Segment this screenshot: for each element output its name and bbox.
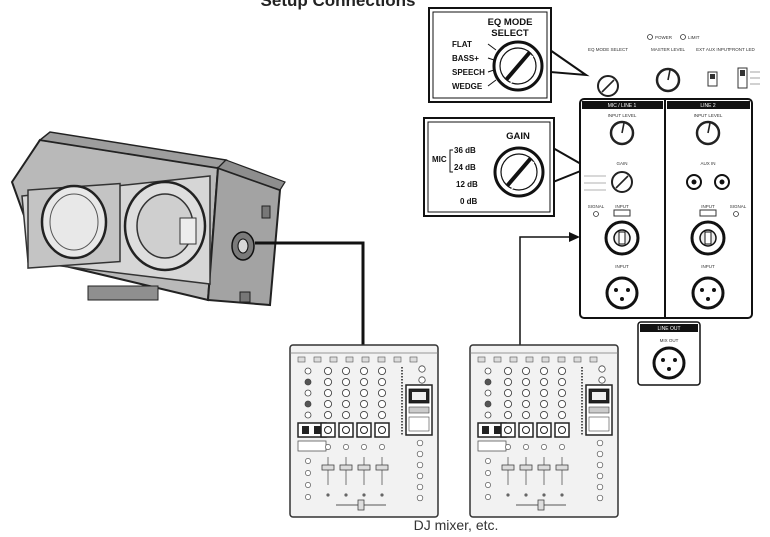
gain-level-36: 36 dB xyxy=(454,146,476,155)
gain-level-24: 24 dB xyxy=(454,163,476,172)
eq-callout-title-1: EQ MODE xyxy=(488,17,533,28)
ch1-input-level-label: INPUT LEVEL xyxy=(608,113,637,118)
gain-mic-label: MIC xyxy=(432,155,447,164)
eq-callout-title-2: SELECT xyxy=(491,28,529,39)
ch1-xlr-jack-icon xyxy=(605,276,639,310)
ch1-gain-label: GAIN xyxy=(616,161,627,166)
eq-option-speech: SPEECH xyxy=(452,68,485,77)
ch2-aux-in-label: AUX IN xyxy=(700,161,715,166)
mixer-to-input-cable xyxy=(519,236,571,345)
ch2-link-label: INPUT xyxy=(701,264,715,269)
ch1-signal-label: SIGNAL xyxy=(588,204,605,209)
speaker-cabinet xyxy=(10,131,286,307)
mix-out-label: MIX OUT xyxy=(660,338,679,343)
ch1-input-label: INPUT xyxy=(615,204,629,209)
ch2-signal-label: SIGNAL xyxy=(730,204,747,209)
dj-mixer-caption: DJ mixer, etc. xyxy=(414,517,499,533)
panel-eq-mode-label: EQ MODE SELECT xyxy=(588,47,628,52)
panel-front-led-label: FRONT LED xyxy=(729,47,755,52)
power-label: POWER xyxy=(655,35,673,40)
limit-label: LIMIT xyxy=(688,35,700,40)
dj-mixer-left xyxy=(289,344,439,518)
panel-master-level-label: MASTER LEVEL xyxy=(651,47,686,52)
input-arrow xyxy=(569,232,580,242)
eq-option-wedge: WEDGE xyxy=(452,82,483,91)
top-heading: Setup Connections xyxy=(261,0,416,10)
panel-ext-aux-label: EXT AUX INPUT xyxy=(696,47,730,52)
line-out-header: LINE OUT xyxy=(657,326,680,332)
eq-mode-callout: EQ MODE SELECT FLAT BASS+ SPEECH WEDGE xyxy=(428,7,590,103)
front-led-switch-icon xyxy=(737,67,748,89)
ch1-link-label: INPUT xyxy=(615,264,629,269)
ch2-input-label: INPUT xyxy=(701,204,715,209)
dj-mixer-right xyxy=(469,344,619,518)
gain-level-12: 12 dB xyxy=(456,180,478,189)
ch1-header: MIC / LINE 1 xyxy=(608,103,637,109)
speaker-to-mixer-cable xyxy=(255,241,365,345)
gain-level-0: 0 dB xyxy=(460,197,478,206)
ch2-header: LINE 2 xyxy=(700,103,716,109)
eq-option-flat: FLAT xyxy=(452,40,472,49)
ch2-input-level-label: INPUT LEVEL xyxy=(694,113,723,118)
ch2-xlr-jack-icon xyxy=(691,276,725,310)
rear-control-panel: POWER LIMIT EQ MODE SELECT MASTER LEVEL … xyxy=(579,34,760,386)
mix-out-xlr-jack-icon xyxy=(652,346,686,380)
gain-callout: GAIN MIC 36 dB 24 dB 12 dB 0 dB xyxy=(423,117,591,217)
gain-callout-title: GAIN xyxy=(506,131,530,142)
eq-option-bass: BASS+ xyxy=(452,54,479,63)
